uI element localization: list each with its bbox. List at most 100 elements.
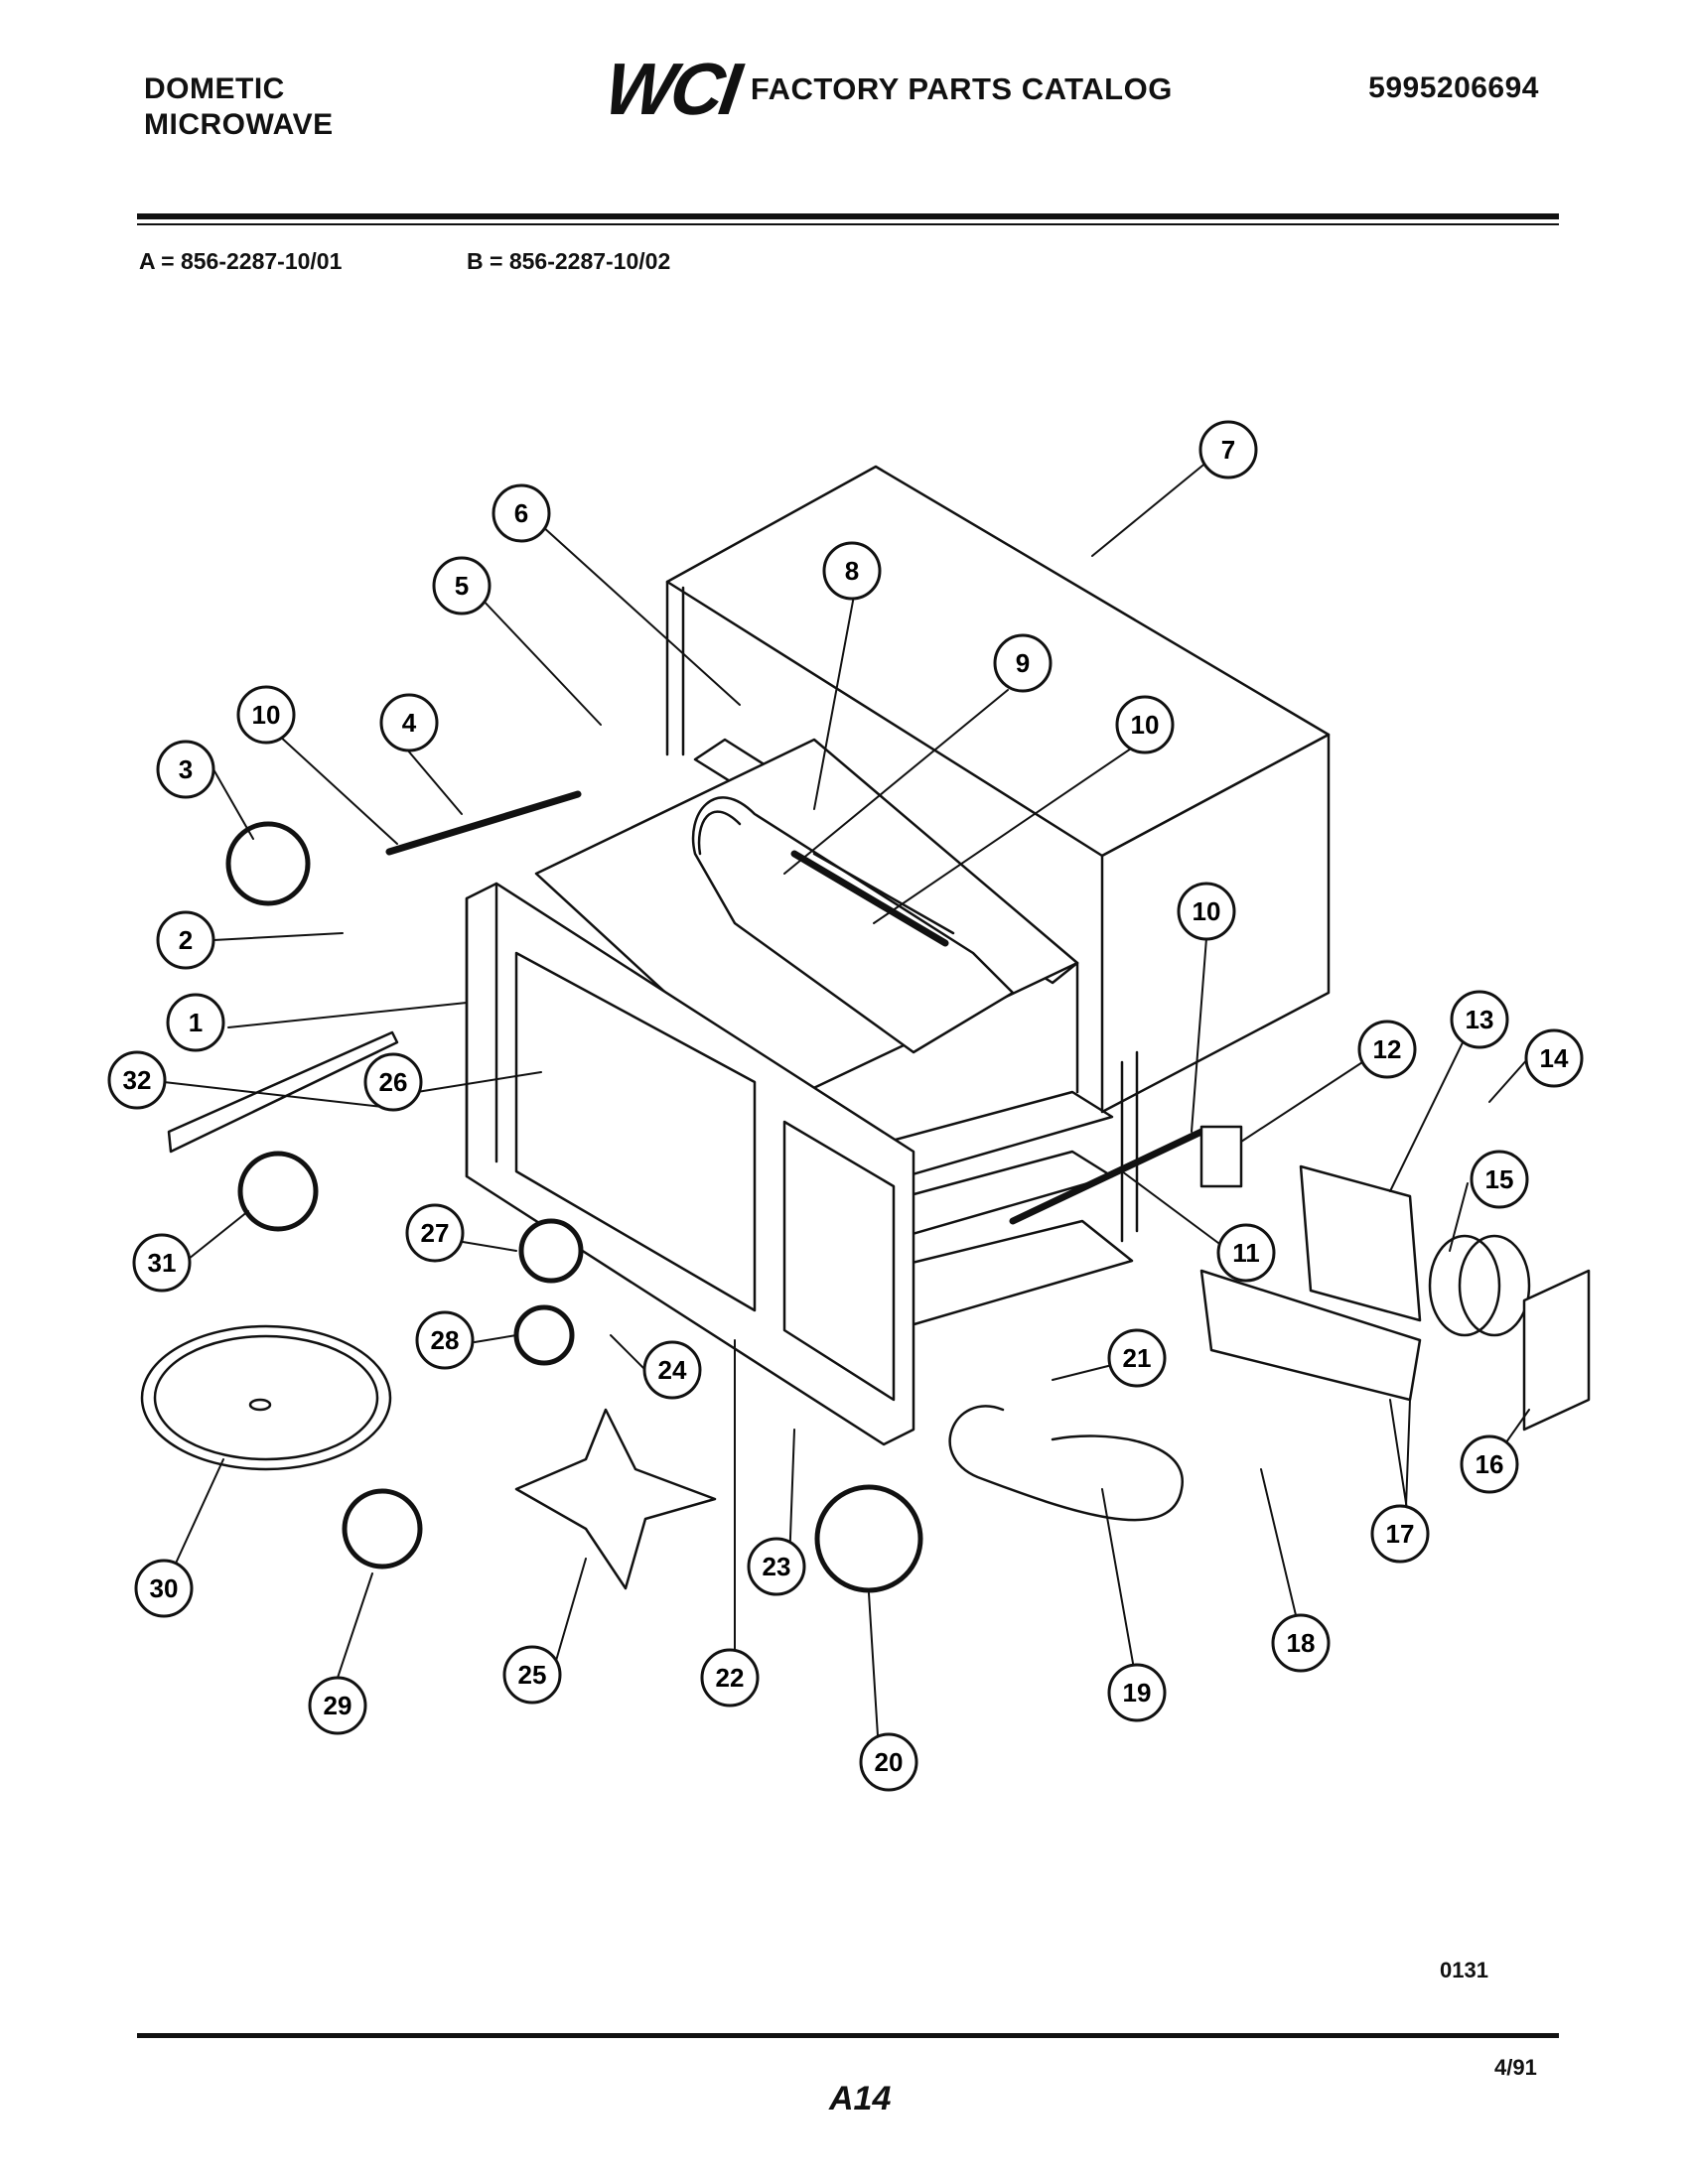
callout-20: 20 bbox=[859, 1732, 918, 1792]
rod-part bbox=[1009, 1128, 1205, 1225]
rod-part bbox=[790, 850, 949, 947]
callout-31: 31 bbox=[132, 1233, 192, 1293]
header-rule-thin bbox=[137, 223, 1559, 225]
svg-text:14: 14 bbox=[1540, 1043, 1569, 1073]
svg-text:15: 15 bbox=[1485, 1164, 1514, 1194]
plate-part bbox=[1522, 1269, 1591, 1432]
svg-text:19: 19 bbox=[1123, 1678, 1152, 1707]
svg-text:31: 31 bbox=[148, 1248, 177, 1278]
callout-23: 23 bbox=[747, 1537, 806, 1596]
svg-text:20: 20 bbox=[875, 1747, 904, 1777]
callout-17: 17 bbox=[1370, 1504, 1430, 1564]
svg-text:12: 12 bbox=[1373, 1034, 1402, 1064]
detail-part bbox=[513, 1304, 575, 1366]
model-a: A = 856-2287-10/01 bbox=[139, 248, 343, 274]
tray-part bbox=[140, 1324, 392, 1471]
callout-25: 25 bbox=[502, 1645, 562, 1705]
callout-21: 21 bbox=[1107, 1328, 1167, 1388]
header-rule bbox=[137, 213, 1559, 219]
svg-text:18: 18 bbox=[1287, 1628, 1316, 1658]
bar-part bbox=[167, 1030, 399, 1154]
brand-name: DOMETIC bbox=[144, 72, 285, 105]
date-code: 4/91 bbox=[1494, 2055, 1537, 2080]
svg-text:26: 26 bbox=[379, 1067, 408, 1097]
model-b: B = 856-2287-10/02 bbox=[467, 248, 671, 274]
catalog-number: 5995206694 bbox=[1368, 71, 1539, 104]
svg-text:29: 29 bbox=[324, 1691, 352, 1720]
callout-22: 22 bbox=[700, 1648, 760, 1707]
callout-10c: 10 bbox=[1177, 882, 1236, 941]
svg-text:9: 9 bbox=[1016, 648, 1030, 678]
callout-18: 18 bbox=[1271, 1613, 1331, 1673]
callout-14: 14 bbox=[1524, 1028, 1584, 1088]
svg-text:2: 2 bbox=[179, 925, 193, 955]
svg-text:13: 13 bbox=[1466, 1005, 1494, 1034]
svg-text:22: 22 bbox=[716, 1663, 745, 1693]
callout-28: 28 bbox=[415, 1310, 475, 1370]
callout-9: 9 bbox=[993, 633, 1053, 693]
callout-12: 12 bbox=[1357, 1020, 1417, 1079]
callout-7: 7 bbox=[1198, 420, 1258, 479]
document-code: 0131 bbox=[1440, 1958, 1488, 1982]
svg-text:27: 27 bbox=[421, 1218, 450, 1248]
page-number: A14 bbox=[829, 2080, 892, 2117]
fan-housing-part bbox=[1299, 1164, 1422, 1322]
svg-text:24: 24 bbox=[658, 1355, 687, 1385]
callout-13: 13 bbox=[1450, 990, 1509, 1049]
svg-text:17: 17 bbox=[1386, 1519, 1415, 1549]
callout-8: 8 bbox=[822, 541, 882, 601]
svg-text:7: 7 bbox=[1221, 435, 1235, 465]
callout-11: 11 bbox=[1216, 1223, 1276, 1283]
callout-24: 24 bbox=[642, 1340, 702, 1400]
fan-blade-part bbox=[514, 1408, 717, 1590]
svg-text:28: 28 bbox=[431, 1325, 460, 1355]
footer-rule bbox=[137, 2033, 1559, 2038]
svg-text:8: 8 bbox=[845, 556, 859, 586]
product-type: MICROWAVE bbox=[144, 108, 334, 141]
detail-part bbox=[342, 1488, 423, 1570]
svg-text:1: 1 bbox=[189, 1008, 203, 1037]
motor-detail-part bbox=[814, 1484, 923, 1593]
svg-text:5: 5 bbox=[455, 571, 469, 601]
brand-block: DOMETIC MICROWAVE bbox=[144, 71, 334, 143]
callout-19: 19 bbox=[1107, 1663, 1167, 1722]
catalog-header: WCI FACTORY PARTS CATALOG bbox=[600, 48, 1173, 130]
waveguide-cover-part bbox=[691, 796, 1015, 1054]
callout-2: 2 bbox=[156, 910, 215, 970]
svg-text:4: 4 bbox=[402, 708, 417, 738]
callout-6: 6 bbox=[492, 483, 551, 543]
callout-29: 29 bbox=[308, 1676, 367, 1735]
callout-1: 1 bbox=[166, 993, 225, 1052]
cord-part bbox=[948, 1405, 1184, 1522]
motor-part bbox=[1199, 1125, 1243, 1188]
callout-16: 16 bbox=[1460, 1434, 1519, 1494]
detail-part bbox=[225, 821, 311, 906]
callout-15: 15 bbox=[1470, 1150, 1529, 1209]
front-frame-part bbox=[465, 882, 915, 1446]
svg-text:6: 6 bbox=[514, 498, 528, 528]
callout-10a: 10 bbox=[236, 685, 296, 745]
svg-text:10: 10 bbox=[1131, 710, 1160, 740]
detail-part bbox=[518, 1218, 584, 1284]
blower-part bbox=[1428, 1234, 1501, 1337]
svg-text:25: 25 bbox=[518, 1660, 547, 1690]
callout-4: 4 bbox=[379, 693, 439, 752]
callout-10b: 10 bbox=[1115, 695, 1175, 754]
svg-text:16: 16 bbox=[1476, 1449, 1504, 1479]
callout-3: 3 bbox=[156, 740, 215, 799]
svg-text:11: 11 bbox=[1232, 1238, 1260, 1268]
svg-text:32: 32 bbox=[123, 1065, 152, 1095]
catalog-title: FACTORY PARTS CATALOG bbox=[750, 71, 1173, 106]
callout-30: 30 bbox=[134, 1559, 194, 1618]
svg-text:23: 23 bbox=[763, 1552, 791, 1581]
callout-32: 32 bbox=[107, 1050, 167, 1110]
callout-5: 5 bbox=[432, 556, 492, 615]
svg-text:10: 10 bbox=[1193, 896, 1221, 926]
svg-text:30: 30 bbox=[150, 1573, 179, 1603]
svg-text:21: 21 bbox=[1123, 1343, 1152, 1373]
svg-text:3: 3 bbox=[179, 754, 193, 784]
detail-part bbox=[237, 1151, 319, 1232]
callout-26: 26 bbox=[363, 1052, 423, 1112]
svg-text:10: 10 bbox=[252, 700, 281, 730]
